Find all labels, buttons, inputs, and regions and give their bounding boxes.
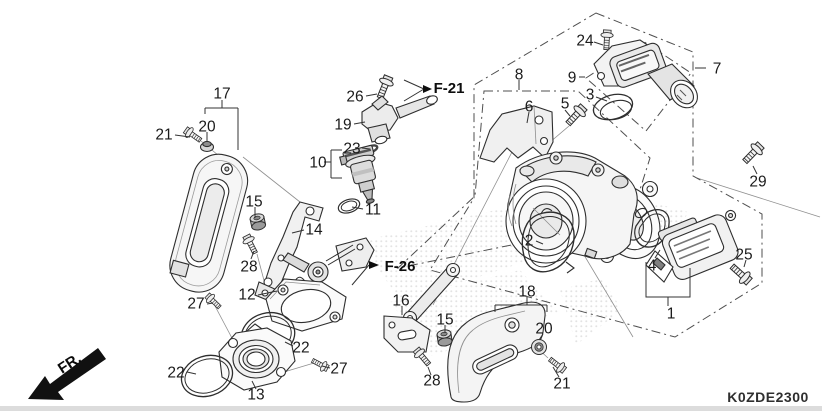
- part-number-callout-9: 9: [568, 70, 577, 87]
- part-number-callout-3: 3: [586, 87, 595, 104]
- part-number-callout-22: 22: [292, 340, 309, 357]
- part-16-link-arm: [383, 262, 461, 353]
- part-number-callout-14: 14: [305, 222, 323, 239]
- part-number-callout-11: 11: [365, 202, 381, 219]
- part-number-callout-1: 1: [667, 306, 676, 323]
- leader-lines: [174, 41, 758, 390]
- part-number-callout-12: 12: [238, 287, 255, 304]
- part-12-insulator-assembly: [265, 237, 375, 332]
- part-27-screw-upper: [203, 291, 224, 312]
- bracket-17: [204, 100, 239, 150]
- diagram-code: K0ZDE2300: [727, 389, 809, 405]
- figure-ref-arrows: [351, 79, 432, 286]
- part-6-stay-bracket: [479, 105, 554, 163]
- part-10-injector: [339, 144, 377, 204]
- part-number-callout-19: 19: [334, 117, 351, 134]
- figure-ref-f26: F-26: [385, 258, 416, 275]
- part-number-callout-21: 21: [553, 376, 570, 393]
- bracket-1: [645, 262, 691, 306]
- part-27-screw-lower: [309, 355, 331, 374]
- part-29-bolt: [739, 139, 767, 168]
- part-number-callout-6: 6: [525, 99, 534, 116]
- part-number-callout-22: 22: [167, 365, 184, 382]
- part-28-bolt-upper: [240, 232, 262, 257]
- part-number-callout-15: 15: [436, 312, 453, 329]
- part-number-callout-21: 21: [155, 127, 172, 144]
- part-number-callout-18: 18: [518, 284, 535, 301]
- part-number-callout-26: 26: [346, 89, 363, 106]
- part-number-callout-8: 8: [515, 67, 524, 84]
- part-number-callout-17: 17: [213, 86, 230, 103]
- part-number-callout-29: 29: [749, 174, 766, 191]
- part-number-callout-10: 10: [309, 155, 327, 172]
- part-number-callout-23: 23: [343, 141, 360, 158]
- part-2-gasket: [521, 208, 575, 274]
- part-14-bracket: [254, 201, 324, 303]
- part-number-callout-28: 28: [240, 259, 257, 276]
- part-26-bolt: [372, 73, 396, 102]
- part-number-callout-7: 7: [713, 61, 722, 78]
- part-number-callout-13: 13: [247, 387, 264, 404]
- part-number-callout-15: 15: [245, 194, 262, 211]
- part-20-washer-lower: [531, 339, 547, 355]
- part-number-callout-28: 28: [423, 373, 440, 390]
- group-7-outline: [429, 12, 763, 338]
- f26-arrowhead: [369, 261, 379, 269]
- throttle-body: [505, 151, 661, 264]
- fr-direction-arrow: [28, 348, 106, 400]
- part-3-oring: [592, 93, 634, 121]
- bracket-18: [494, 297, 548, 312]
- figure-ref-f21: F-21: [434, 80, 465, 97]
- part-number-callout-5: 5: [561, 96, 570, 113]
- bracket-10: [324, 149, 342, 179]
- part-15-bushing-upper: [248, 212, 267, 232]
- part-20-grommet-upper: [199, 140, 215, 153]
- part-number-callout-20: 20: [198, 119, 216, 136]
- part-number-callout-16: 16: [392, 293, 409, 310]
- part-number-callout-27: 27: [187, 296, 204, 313]
- part-13-insulator: [218, 323, 296, 391]
- part-number-callout-4: 4: [648, 258, 657, 275]
- part-25-bolt: [726, 260, 755, 288]
- part-number-callout-25: 25: [735, 247, 752, 264]
- tps-sensor-assembly: [593, 39, 698, 109]
- part-number-callout-27: 27: [330, 361, 347, 378]
- part-number-callout-2: 2: [525, 233, 534, 250]
- part-17-cover-plate: [169, 153, 249, 293]
- part-number-callout-20: 20: [535, 321, 553, 338]
- part-11-oring: [337, 198, 361, 214]
- part-21-screw-lower: [545, 354, 569, 376]
- scan-edge-strip: [0, 406, 822, 411]
- map-sensor: [645, 209, 739, 283]
- f21-arrowhead: [423, 85, 432, 93]
- part-19-sensor-joint: [361, 95, 438, 145]
- part-22-oring-lower: [180, 354, 234, 398]
- part-number-callout-24: 24: [576, 33, 594, 50]
